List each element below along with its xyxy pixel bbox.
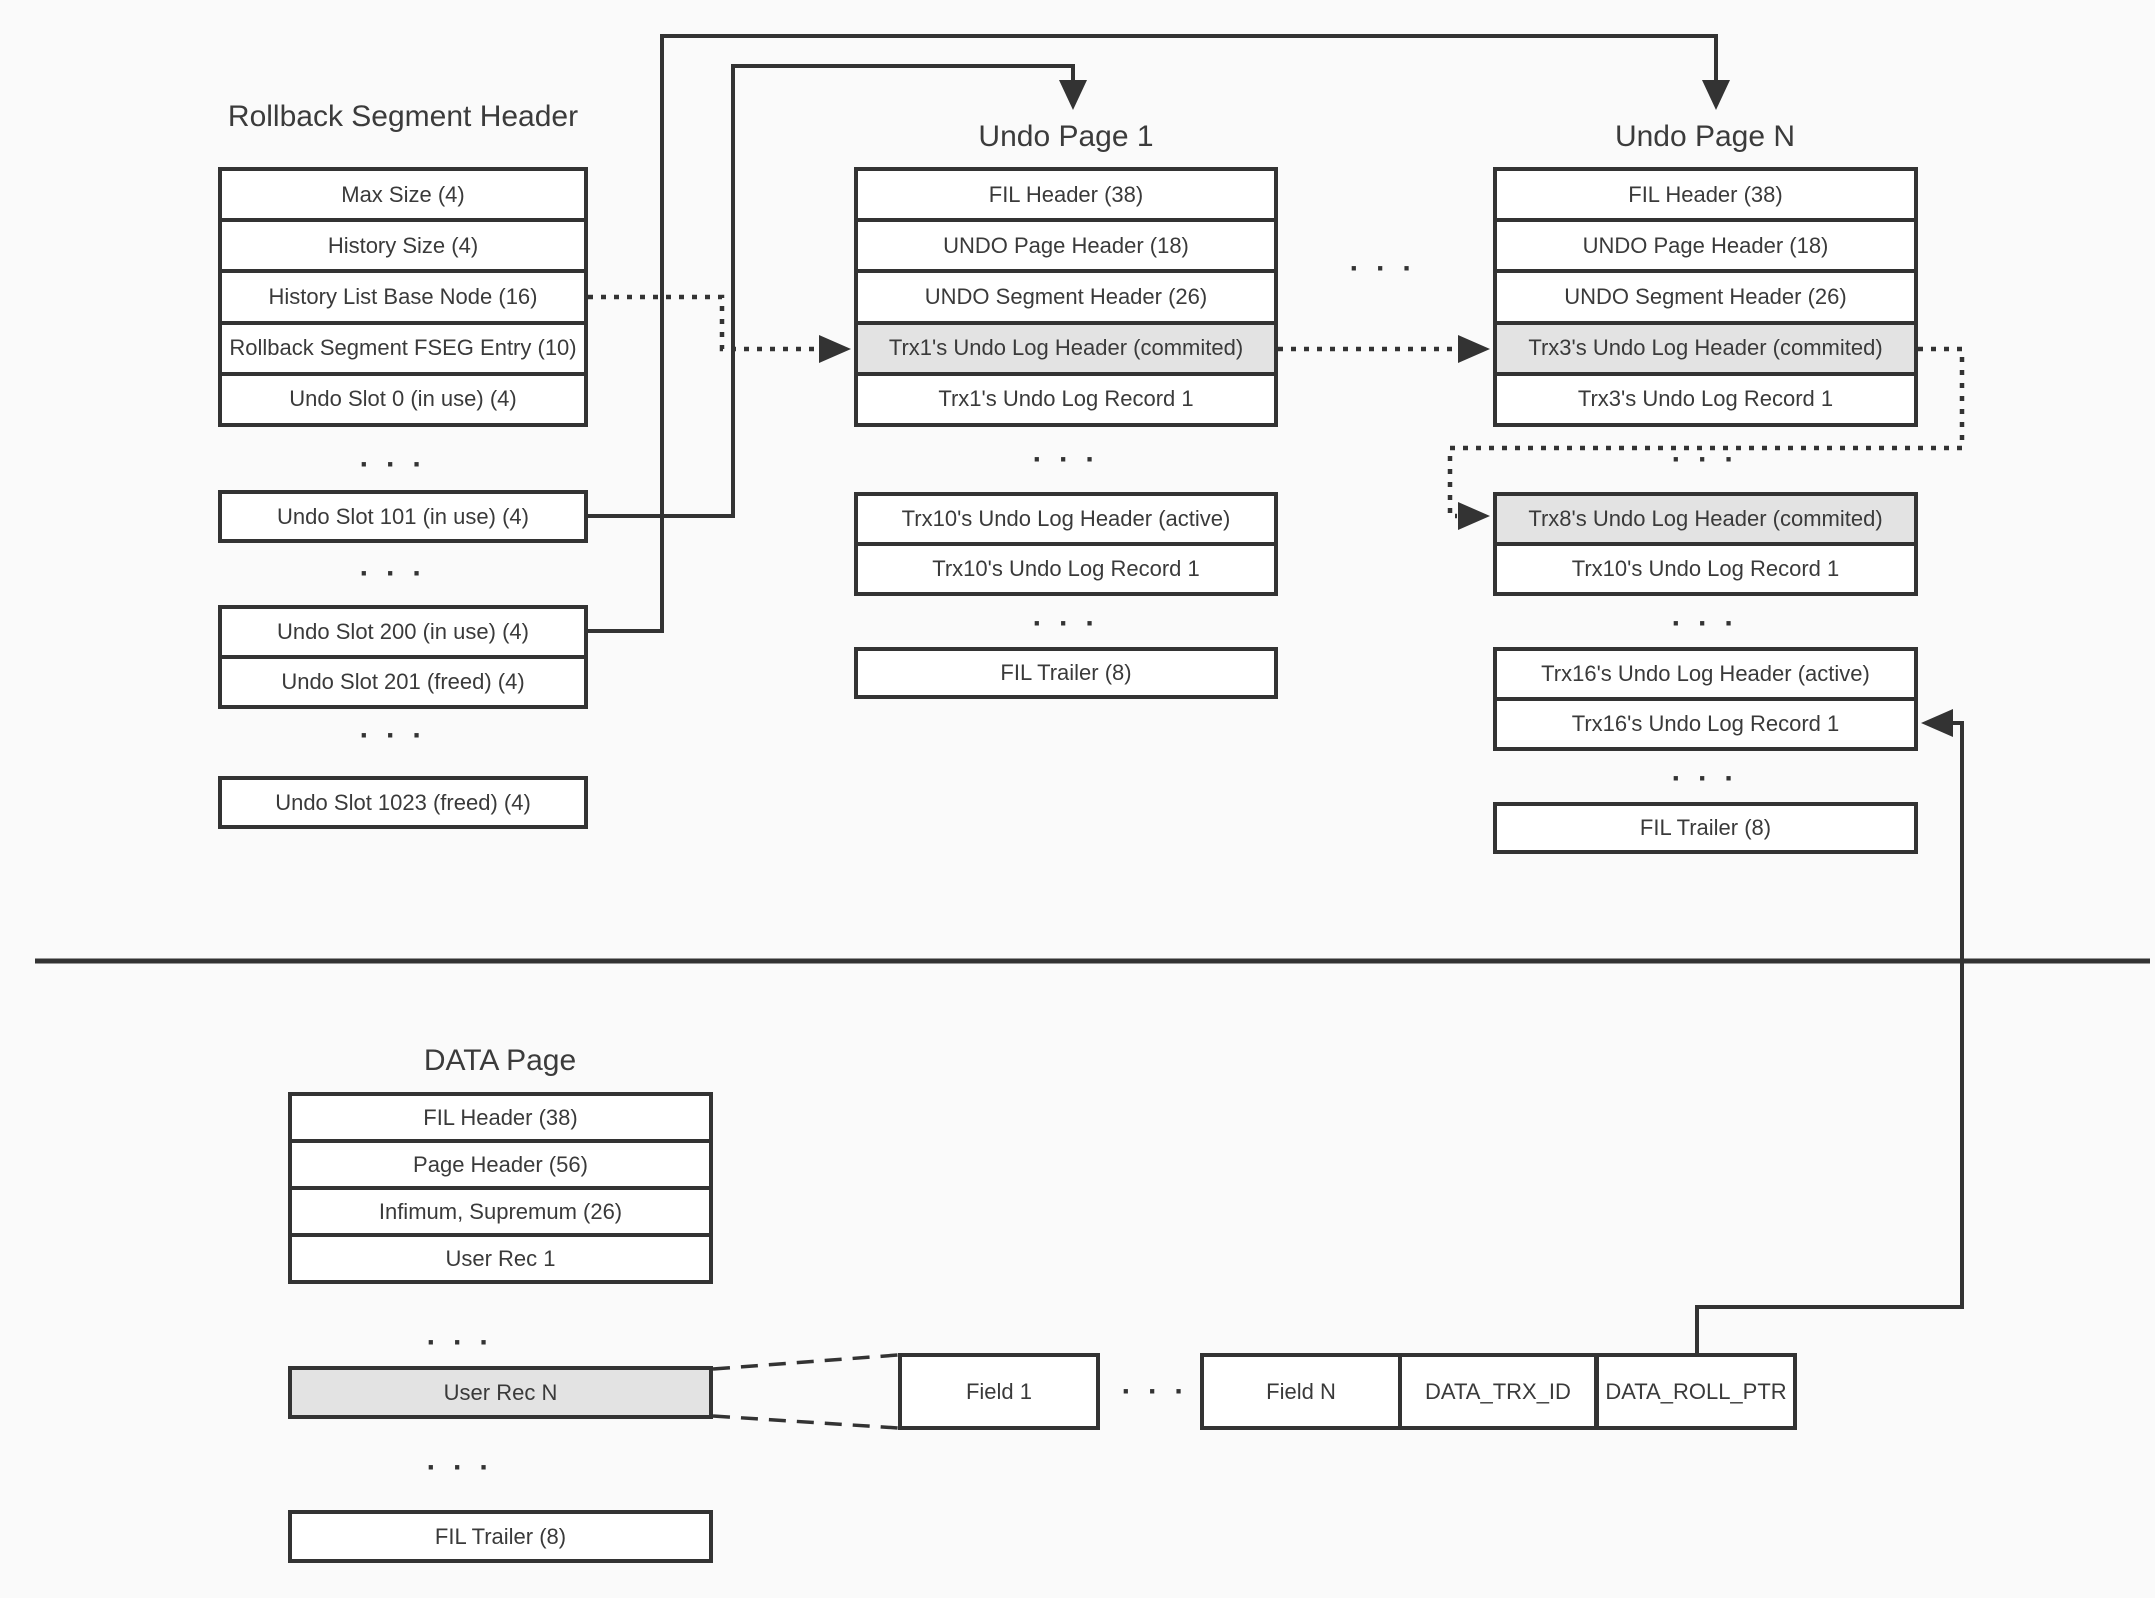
arrowhead-down-undo-page-n [1702, 80, 1730, 110]
ellipsis: · · · [1671, 443, 1739, 476]
row-dp-user-rec-1: User Rec 1 [292, 1233, 709, 1280]
row-rollback-segment-fseg-entry: Rollback Segment FSEG Entry (10) [222, 320, 584, 372]
undo-page-n-trx8-stack: Trx8's Undo Log Header (commited) Trx10'… [1493, 492, 1918, 596]
row-trx10-undo-log-record-1: Trx10's Undo Log Record 1 [858, 542, 1274, 592]
row-upn-fil-trailer: FIL Trailer (8) [1497, 806, 1914, 850]
row-upn-undo-page-header: UNDO Page Header (18) [1497, 218, 1914, 270]
ellipsis: · · · [1032, 607, 1100, 640]
arrow-history-list-to-trx1-header [588, 294, 818, 352]
arrowhead-right-trx1-header [819, 335, 851, 363]
ellipsis: · · · [1671, 762, 1739, 795]
undo-page-n-fil-trailer-box: FIL Trailer (8) [1493, 802, 1918, 854]
undo-page-1-trx10-stack: Trx10's Undo Log Header (active) Trx10's… [854, 492, 1278, 596]
rollback-segment-header-stack: Max Size (4) History Size (4) History Li… [218, 167, 588, 427]
ellipsis: · · · [1349, 252, 1417, 285]
data-page-fil-trailer-box: FIL Trailer (8) [288, 1510, 713, 1563]
ellipsis: · · · [359, 448, 427, 481]
row-trx1-undo-log-header: Trx1's Undo Log Header (commited) [858, 320, 1274, 372]
row-undo-slot-101: Undo Slot 101 (in use) (4) [222, 494, 584, 539]
row-dp-fil-header: FIL Header (38) [292, 1096, 709, 1139]
rollback-segment-title: Rollback Segment Header [227, 100, 579, 133]
row-undo-slot-200: Undo Slot 200 (in use) (4) [222, 609, 584, 655]
undo-slot-101-box: Undo Slot 101 (in use) (4) [218, 490, 588, 543]
ellipsis: · · · [426, 1326, 494, 1359]
undo-page-n-title: Undo Page N [1614, 120, 1796, 153]
row-up1-undo-segment-header: UNDO Segment Header (26) [858, 269, 1274, 321]
ellipsis: · · · [1671, 607, 1739, 640]
row-trx16-undo-log-record-1: Trx16's Undo Log Record 1 [1497, 697, 1914, 747]
expansion-line-top [712, 1353, 899, 1371]
row-trx1-undo-log-record-1: Trx1's Undo Log Record 1 [858, 371, 1274, 424]
row-dp-page-header: Page Header (56) [292, 1139, 709, 1186]
row-trx3-undo-log-header: Trx3's Undo Log Header (commited) [1497, 320, 1914, 372]
field-n-box: Field N [1200, 1353, 1402, 1430]
field-1-box: Field 1 [898, 1353, 1100, 1430]
undo-page-1-top-stack: FIL Header (38) UNDO Page Header (18) UN… [854, 167, 1278, 427]
undo-slot-1023-box: Undo Slot 1023 (freed) (4) [218, 776, 588, 829]
row-undo-slot-201: Undo Slot 201 (freed) (4) [222, 655, 584, 705]
row-trx10-undo-log-header: Trx10's Undo Log Header (active) [858, 496, 1274, 542]
row-dp-infimum-supremum: Infimum, Supremum (26) [292, 1186, 709, 1233]
data-page-title: DATA Page [423, 1044, 577, 1077]
data-trx-id-box: DATA_TRX_ID [1398, 1353, 1598, 1430]
arrowhead-down-undo-page-1 [1059, 80, 1087, 110]
ellipsis: · · · [359, 719, 427, 752]
arrowhead-right-trx3-header [1458, 335, 1490, 363]
row-upn-trx10-undo-log-record-1: Trx10's Undo Log Record 1 [1497, 542, 1914, 592]
row-up1-fil-trailer: FIL Trailer (8) [858, 651, 1274, 695]
row-up1-fil-header: FIL Header (38) [858, 171, 1274, 219]
row-undo-slot-0: Undo Slot 0 (in use) (4) [222, 371, 584, 424]
undo-page-n-trx16-stack: Trx16's Undo Log Header (active) Trx16's… [1493, 647, 1918, 751]
row-undo-slot-1023: Undo Slot 1023 (freed) (4) [222, 780, 584, 825]
ellipsis: · · · [1032, 443, 1100, 476]
row-upn-fil-header: FIL Header (38) [1497, 171, 1914, 219]
row-upn-undo-segment-header: UNDO Segment Header (26) [1497, 269, 1914, 321]
arrowhead-right-trx8-header [1458, 502, 1490, 530]
arrowhead-left-trx16-record [1921, 709, 1953, 737]
row-dp-fil-trailer: FIL Trailer (8) [292, 1514, 709, 1559]
ellipsis: · · · [426, 1451, 494, 1484]
user-rec-n-box: User Rec N [288, 1366, 713, 1419]
row-history-size: History Size (4) [222, 218, 584, 270]
undo-page-1-title: Undo Page 1 [978, 120, 1154, 153]
undo-page-1-fil-trailer-box: FIL Trailer (8) [854, 647, 1278, 699]
row-trx8-undo-log-header: Trx8's Undo Log Header (commited) [1497, 496, 1914, 542]
ellipsis: · · · [1121, 1375, 1189, 1408]
row-trx16-undo-log-header: Trx16's Undo Log Header (active) [1497, 651, 1914, 697]
data-page-top-stack: FIL Header (38) Page Header (56) Infimum… [288, 1092, 713, 1284]
row-trx3-undo-log-record-1: Trx3's Undo Log Record 1 [1497, 371, 1914, 424]
row-history-list-base-node: History List Base Node (16) [222, 269, 584, 321]
undo-slot-200-201-stack: Undo Slot 200 (in use) (4) Undo Slot 201… [218, 605, 588, 709]
row-max-size: Max Size (4) [222, 171, 584, 219]
data-roll-ptr-box: DATA_ROLL_PTR [1595, 1353, 1797, 1430]
undo-page-n-top-stack: FIL Header (38) UNDO Page Header (18) UN… [1493, 167, 1918, 427]
row-up1-undo-page-header: UNDO Page Header (18) [858, 218, 1274, 270]
ellipsis: · · · [359, 557, 427, 590]
row-dp-user-rec-n: User Rec N [292, 1370, 709, 1415]
expansion-line-bottom [712, 1414, 899, 1430]
